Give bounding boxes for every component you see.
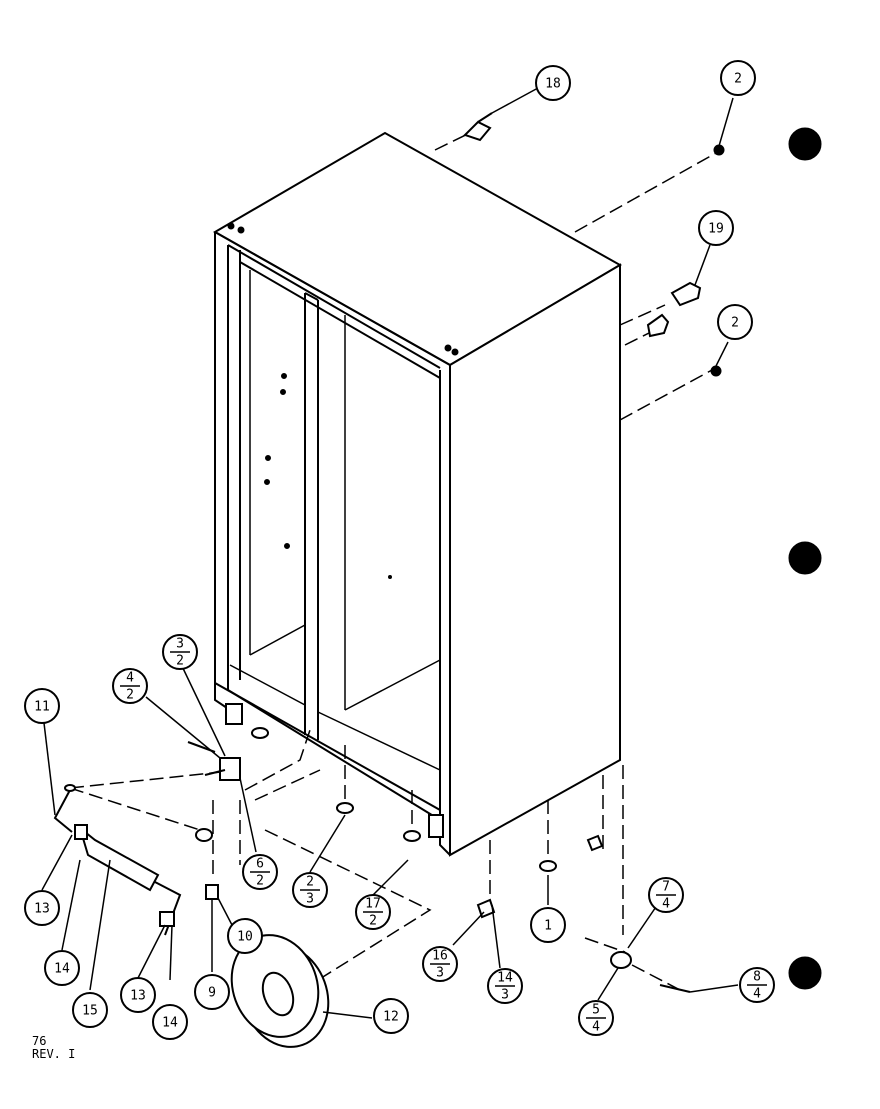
part-9-clip	[205, 884, 219, 900]
part-2-screw-upper	[713, 144, 725, 156]
svg-text:13: 13	[130, 989, 146, 1004]
svg-text:14: 14	[162, 1016, 178, 1031]
svg-text:10: 10	[237, 930, 253, 945]
callout-11: 11	[24, 688, 60, 724]
part-16-clip	[476, 898, 496, 919]
svg-text:2: 2	[176, 654, 184, 669]
callouts: 18 2 19 2 3 2 4 2 11 6 2	[24, 60, 775, 1040]
svg-text:18: 18	[545, 77, 561, 92]
callout-2-lower: 2	[717, 304, 753, 340]
svg-text:8: 8	[753, 970, 761, 985]
refrigerator-cabinet	[212, 131, 623, 857]
svg-text:14: 14	[54, 962, 70, 977]
svg-text:6: 6	[256, 857, 264, 872]
callout-12: 12	[373, 998, 409, 1034]
callout-4-2: 4 2	[112, 668, 148, 704]
svg-text:2: 2	[734, 72, 742, 87]
svg-text:11: 11	[34, 700, 50, 715]
svg-text:13: 13	[34, 902, 50, 917]
part-15-drier	[74, 824, 182, 936]
svg-text:19: 19	[708, 222, 724, 237]
footer-revision: REV. I	[32, 1047, 75, 1061]
callout-2-3: 2 3	[292, 872, 328, 908]
svg-text:2: 2	[256, 874, 264, 889]
callout-2-upper: 2	[720, 60, 756, 96]
callout-16-3: 16 3	[422, 946, 458, 982]
svg-text:7: 7	[662, 880, 670, 895]
part-5-fitting	[610, 951, 691, 993]
part-12-insulation-ring	[230, 934, 330, 1048]
callout-5-4: 5 4	[578, 1000, 614, 1036]
svg-text:3: 3	[176, 637, 184, 652]
callout-3-2: 3 2	[162, 634, 198, 670]
callout-6-2: 6 2	[242, 854, 278, 890]
svg-text:4: 4	[592, 1020, 600, 1035]
callout-18: 18	[535, 65, 571, 101]
part-11-tube	[53, 784, 76, 833]
svg-text:5: 5	[592, 1003, 600, 1018]
part-grommet	[195, 828, 213, 842]
svg-text:12: 12	[383, 1010, 399, 1025]
svg-text:1: 1	[544, 919, 552, 934]
callout-15: 15	[72, 992, 108, 1028]
callout-13-right: 13	[120, 977, 156, 1013]
binder-holes	[788, 127, 822, 990]
footer-code: 76	[32, 1034, 46, 1048]
svg-text:15: 15	[82, 1004, 98, 1019]
svg-text:9: 9	[208, 986, 216, 1001]
parts	[53, 112, 725, 1048]
callout-8-4: 8 4	[739, 967, 775, 1003]
callout-leaders	[41, 87, 739, 1019]
callout-17-2: 17 2	[355, 894, 391, 930]
svg-text:2: 2	[369, 914, 377, 929]
callout-14-right: 14	[152, 1004, 188, 1040]
part-18-pin	[463, 112, 493, 142]
svg-text:3: 3	[436, 966, 444, 981]
callout-7-4: 7 4	[648, 877, 684, 913]
svg-text:3: 3	[501, 988, 509, 1003]
svg-text:4: 4	[662, 897, 670, 912]
svg-text:14: 14	[497, 971, 513, 986]
callout-14-3: 14 3	[487, 968, 523, 1004]
callout-1: 1	[530, 907, 566, 943]
callout-14-left: 14	[44, 950, 80, 986]
svg-text:2: 2	[731, 316, 739, 331]
svg-text:4: 4	[753, 987, 761, 1002]
svg-text:2: 2	[306, 875, 314, 890]
callout-9: 9	[194, 974, 230, 1010]
callout-10: 10	[227, 918, 263, 954]
part-2-screw-lower	[710, 365, 722, 377]
svg-text:17: 17	[365, 897, 381, 912]
part-leveler-feet	[251, 727, 604, 872]
callout-13-left: 13	[24, 890, 60, 926]
svg-text:2: 2	[126, 688, 134, 703]
svg-text:3: 3	[306, 892, 314, 907]
callout-19: 19	[698, 210, 734, 246]
part-19-hinge	[646, 281, 702, 338]
svg-text:16: 16	[432, 949, 448, 964]
svg-text:4: 4	[126, 671, 134, 686]
